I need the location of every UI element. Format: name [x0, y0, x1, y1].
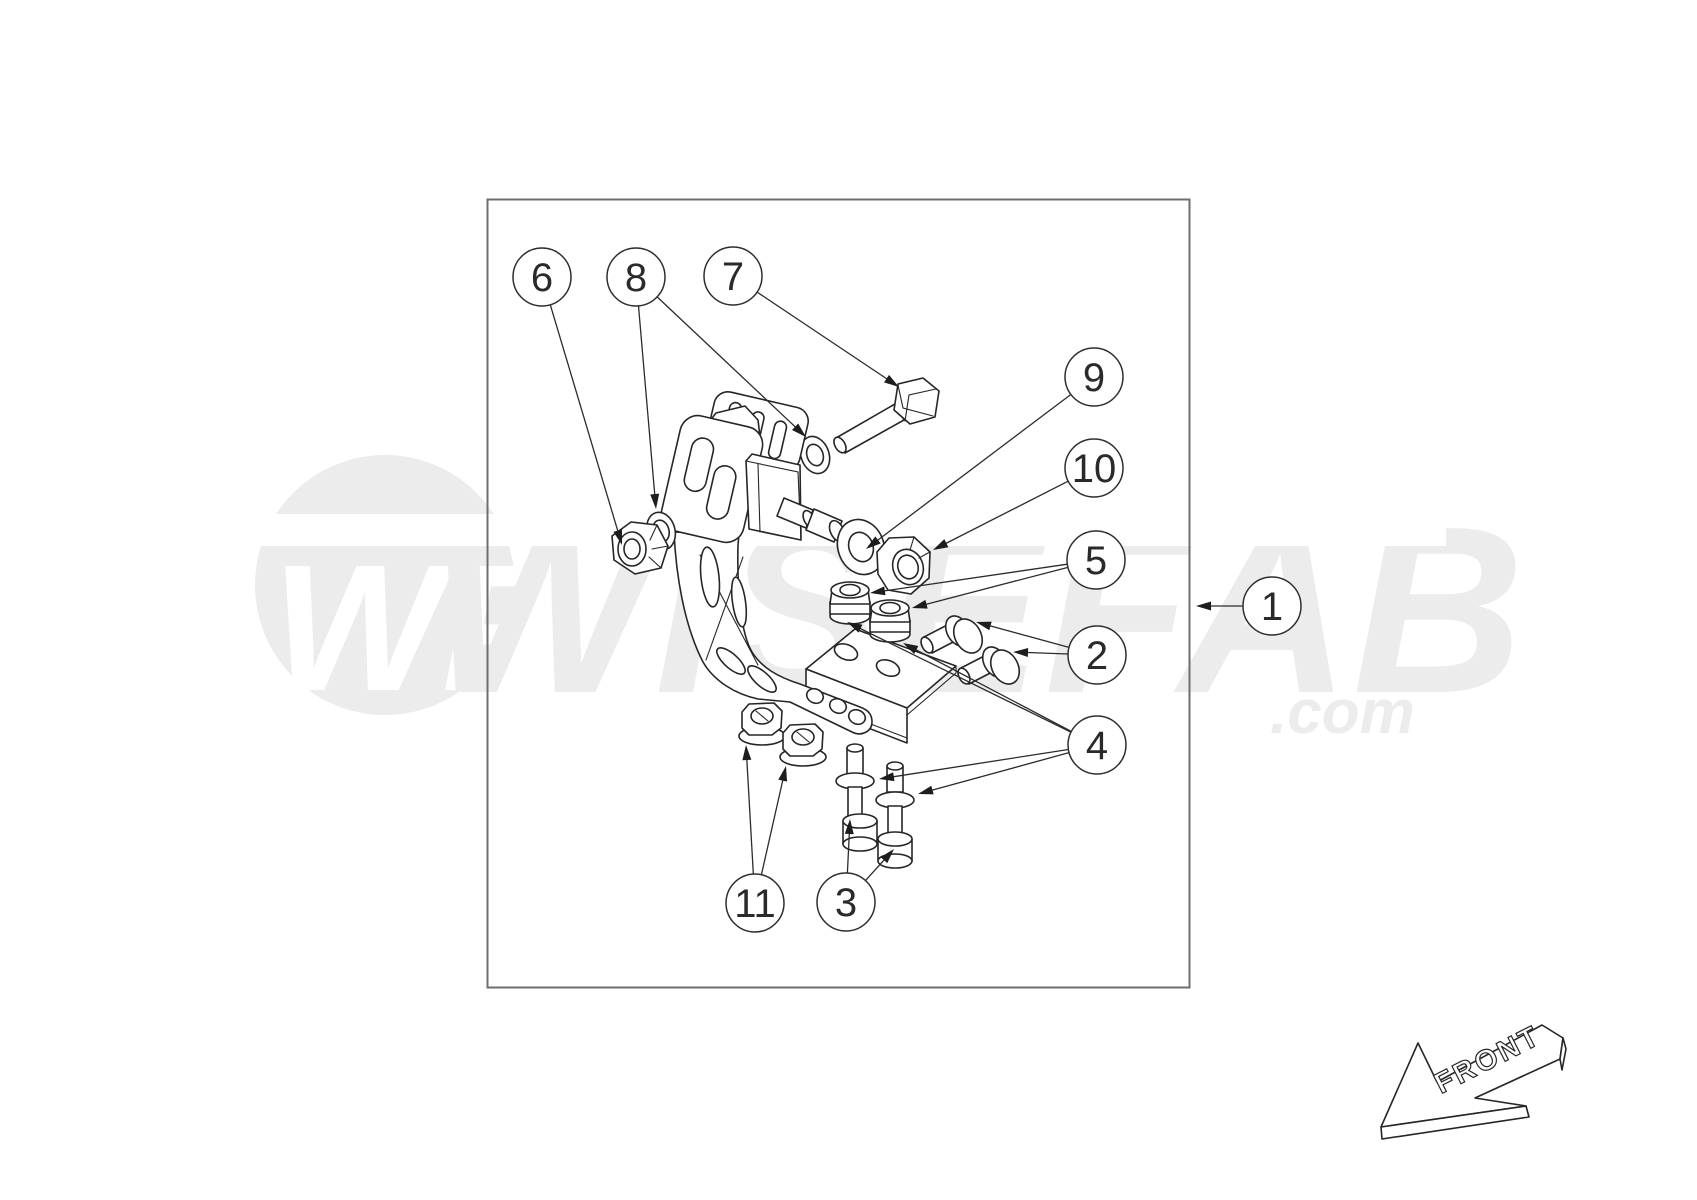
- flange-nut-a-part: [738, 702, 786, 746]
- big-nut-part: [876, 536, 931, 595]
- leader-arrowhead: [976, 621, 992, 631]
- callout-7: 7: [703, 246, 899, 387]
- leader-line: [549, 304, 620, 535]
- front-direction-arrow: FRONT: [1380, 1019, 1567, 1140]
- leader-arrowhead: [903, 643, 919, 654]
- callout-balloon: [1242, 576, 1302, 636]
- callout-4: 4: [847, 622, 1127, 795]
- callout-number: 11: [734, 882, 776, 926]
- callout-balloon: [816, 872, 876, 932]
- callout-number: 7: [722, 255, 744, 299]
- assembly-drawing: [611, 377, 1021, 869]
- leader-line: [846, 829, 851, 874]
- callout-number: 1: [1261, 585, 1283, 629]
- callout-2: 2: [976, 621, 1127, 685]
- callout-balloon: [1064, 438, 1124, 498]
- leader-line: [922, 566, 1069, 606]
- leader-arrowhead: [847, 622, 863, 633]
- drawing-frame-border: [486, 198, 1191, 989]
- washer-top-part: [799, 435, 831, 475]
- watermark-domain-text: .com: [1270, 678, 1415, 747]
- bottom-stud-b-part: [875, 761, 915, 869]
- leader-arrowhead: [879, 772, 895, 782]
- stud-right-a-part: [920, 615, 984, 654]
- leader-line: [656, 296, 799, 430]
- leader-arrowhead: [933, 539, 949, 550]
- nut-left-part: [611, 521, 669, 575]
- leader-line: [856, 626, 1072, 733]
- callout-11: 11: [725, 745, 788, 933]
- callout-number: 10: [1072, 447, 1117, 491]
- callout-balloon: [512, 247, 572, 307]
- callout-number: 9: [1083, 356, 1105, 400]
- leader-line: [880, 563, 1068, 593]
- callout-number: 8: [625, 256, 647, 300]
- callout-number: 5: [1085, 539, 1107, 583]
- leader-arrowhead: [870, 586, 886, 596]
- callout-balloon: [1067, 715, 1127, 775]
- leader-line: [986, 624, 1070, 648]
- leader-line: [756, 291, 891, 382]
- big-washer-part: [836, 518, 886, 576]
- leader-arrowhead: [791, 423, 806, 437]
- leader-line: [864, 856, 888, 881]
- callout-3: 3: [816, 819, 894, 932]
- callout-number: 4: [1086, 724, 1108, 768]
- bolt-part: [833, 377, 940, 454]
- stud-right-b-part: [957, 646, 1021, 685]
- callout-8: 8: [606, 247, 806, 509]
- bottom-stud-a-part: [835, 743, 878, 852]
- leader-arrowhead: [912, 599, 928, 609]
- callout-balloon: [1067, 625, 1127, 685]
- flange-nut-b-part: [779, 723, 827, 767]
- leader-line: [760, 776, 785, 875]
- leader-line: [637, 305, 656, 499]
- callout-number: 2: [1086, 634, 1108, 678]
- leader-arrowhead: [650, 493, 660, 509]
- leader-arrowhead: [613, 529, 623, 545]
- main-bracket-arm: [673, 531, 873, 735]
- leader-arrowhead: [1196, 601, 1211, 611]
- clevis-front-plate: [660, 414, 764, 544]
- leader-arrowhead: [866, 536, 881, 549]
- small-nut-a-part: [829, 581, 871, 625]
- callouts-layer: 1 2 3 4 5 6 7 8 9 10 11: [512, 246, 1302, 933]
- callout-balloon: [606, 247, 666, 307]
- callout-balloon: [725, 873, 785, 933]
- leader-line: [942, 480, 1069, 546]
- leader-line: [889, 748, 1069, 778]
- leader-arrowhead: [880, 849, 894, 864]
- callout-10: 10: [933, 438, 1124, 550]
- callout-number: 6: [531, 256, 553, 300]
- leader-arrowhead: [778, 766, 788, 782]
- leader-line: [874, 393, 1072, 543]
- leader-arrowhead: [844, 819, 854, 835]
- leader-line: [912, 647, 1072, 733]
- leader-line: [745, 755, 754, 875]
- leader-arrowhead: [918, 785, 934, 795]
- leader-arrowhead: [742, 745, 752, 761]
- leader-arrowhead: [884, 374, 899, 387]
- pivot-boss-and-pin: [745, 453, 846, 543]
- leader-line: [1023, 651, 1069, 655]
- callout-balloon: [703, 246, 763, 306]
- callout-1: 1: [1196, 576, 1302, 636]
- callout-6: 6: [512, 247, 623, 545]
- callout-9: 9: [866, 347, 1124, 549]
- leader-arrowhead: [1013, 648, 1029, 658]
- callout-5: 5: [870, 530, 1126, 609]
- callout-balloon: [1064, 347, 1124, 407]
- callout-balloon: [1066, 530, 1126, 590]
- leader-line: [928, 752, 1070, 792]
- callout-number: 3: [835, 881, 857, 925]
